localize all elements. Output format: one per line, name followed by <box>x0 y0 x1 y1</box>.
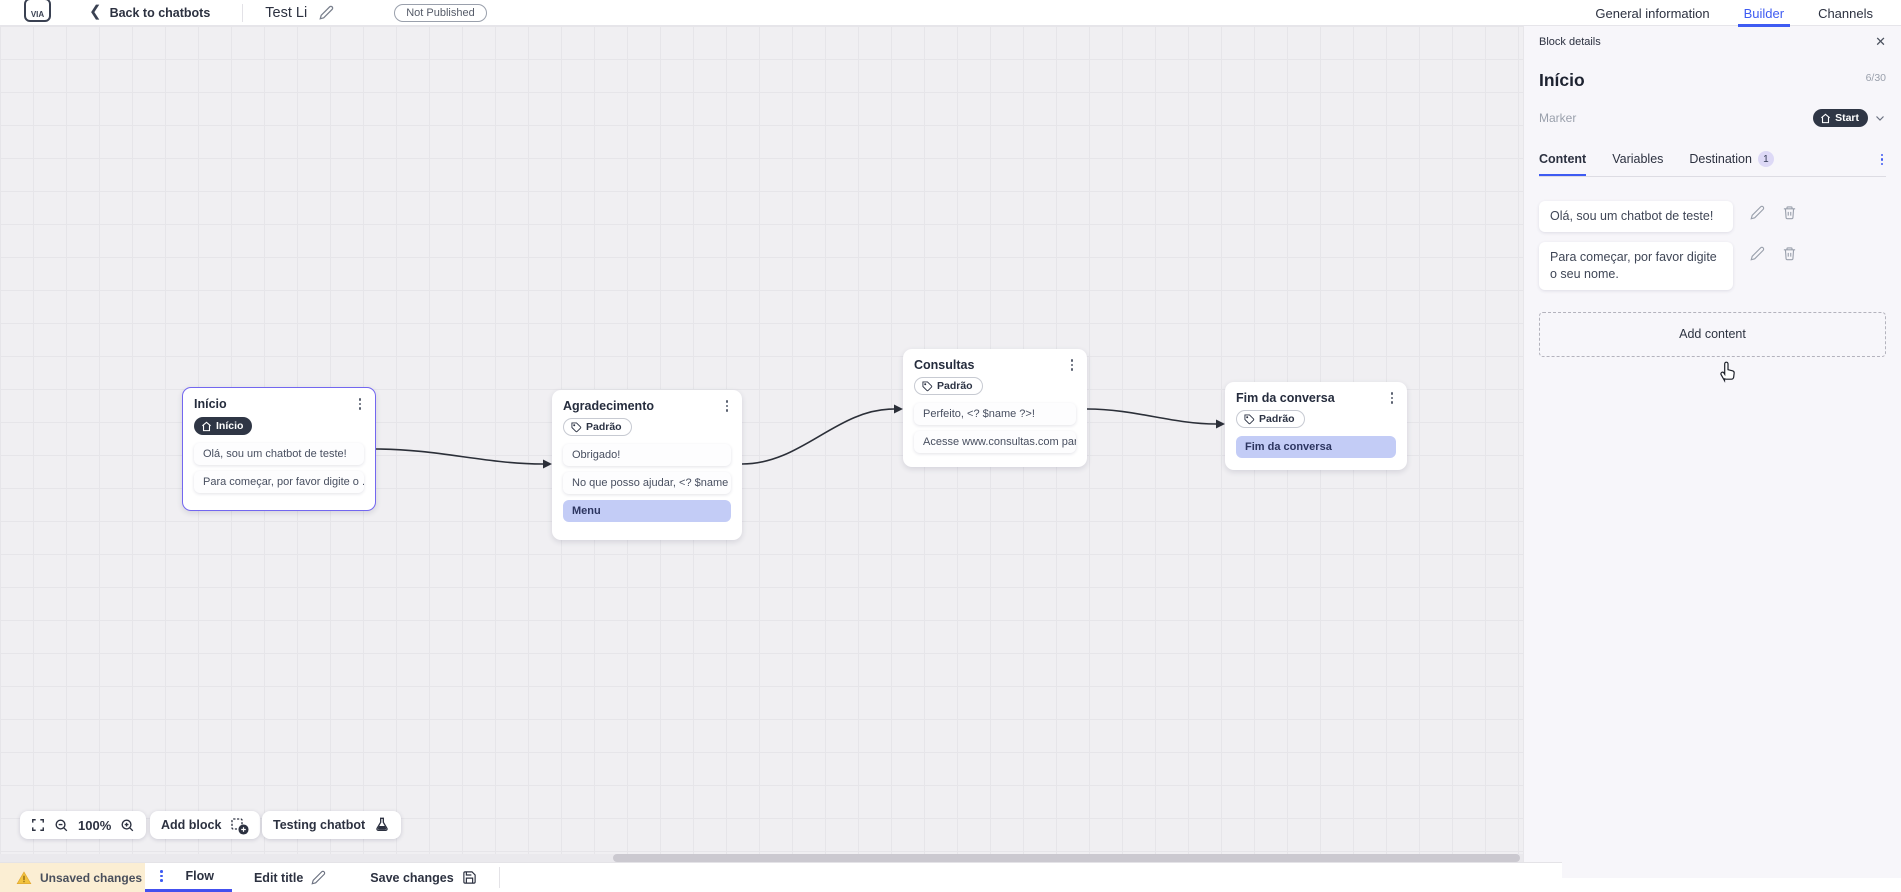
app-logo[interactable]: VIA <box>24 0 51 22</box>
zoom-level: 100% <box>78 817 112 833</box>
panel-tabs: Content Variables Destination 1 <box>1539 151 1886 177</box>
node-title: Agradecimento <box>563 399 654 413</box>
tab-builder[interactable]: Builder <box>1737 0 1791 27</box>
node-title: Início <box>194 397 227 411</box>
delete-content-icon[interactable] <box>1782 205 1797 220</box>
content-row: Olá, sou um chatbot de teste! <box>1539 201 1886 232</box>
marker-select[interactable]: Start <box>1813 109 1886 127</box>
flask-icon <box>374 817 390 833</box>
tab-variables[interactable]: Variables <box>1612 152 1664 166</box>
edit-bot-title-icon[interactable] <box>319 5 334 20</box>
tab-channels[interactable]: Channels <box>1818 5 1873 21</box>
edit-content-icon[interactable] <box>1750 246 1765 261</box>
message-card[interactable]: Olá, sou um chatbot de teste! <box>194 442 364 465</box>
flow-tab-label: Flow <box>185 869 214 883</box>
panel-header: Block details <box>1539 36 1601 48</box>
flow-node-agradecimento[interactable]: Agradecimento Padrão Obrigado! No que po… <box>552 390 742 540</box>
panel-menu-icon[interactable] <box>1878 153 1887 167</box>
tab-destination[interactable]: Destination 1 <box>1689 151 1774 176</box>
bot-title: Test Li <box>265 4 308 21</box>
tab-general-information[interactable]: General information <box>1595 5 1710 21</box>
home-icon <box>1821 113 1831 123</box>
builder-nav-tabs: General information Builder Channels <box>1593 0 1875 27</box>
flow-node-inicio[interactable]: Início Início Olá, sou um chatbot de tes… <box>182 387 376 511</box>
destination-count-badge: 1 <box>1757 151 1774 167</box>
message-card[interactable]: Perfeito, <? $name ?>! <box>914 402 1076 425</box>
action-card-end[interactable]: Fim da conversa <box>1236 435 1396 458</box>
padrao-marker-pill: Padrão <box>1236 410 1305 428</box>
zoom-in-icon[interactable] <box>120 818 135 833</box>
status-badge: Not Published <box>394 3 487 22</box>
padrao-marker-pill: Padrão <box>914 377 983 395</box>
home-icon <box>202 421 211 431</box>
chevron-left-icon: ❮ <box>89 3 102 20</box>
flow-menu-icon[interactable] <box>157 869 166 883</box>
back-label: Back to chatbots <box>109 5 211 20</box>
add-block-label: Add block <box>161 818 222 832</box>
content-row: Para começar, por favor digite o seu nom… <box>1539 241 1886 290</box>
back-to-chatbots-button[interactable]: ❮ Back to chatbots <box>89 3 211 20</box>
node-menu-icon[interactable] <box>356 397 365 411</box>
tag-icon <box>571 421 582 432</box>
start-pill: Start <box>1813 109 1868 127</box>
message-card[interactable]: No que posso ajudar, <? $name ... <box>563 471 731 494</box>
flow-tab[interactable]: Flow <box>145 863 232 892</box>
warning-icon <box>16 870 32 884</box>
message-card[interactable]: Acesse www.consultas.com par... <box>914 430 1076 453</box>
edit-title-button[interactable]: Edit title <box>232 863 348 892</box>
message-card[interactable]: Obrigado! <box>563 443 731 466</box>
unsaved-changes-indicator: Unsaved changes <box>0 863 145 892</box>
zoom-out-icon[interactable] <box>54 818 69 833</box>
flow-node-consultas[interactable]: Consultas Padrão Perfeito, <? $name ?>! … <box>903 349 1087 467</box>
char-counter: 6/30 <box>1865 72 1886 84</box>
delete-content-icon[interactable] <box>1782 246 1797 261</box>
mouse-cursor <box>1716 358 1738 384</box>
marker-label: Marker <box>1539 111 1577 125</box>
save-changes-button[interactable]: Save changes <box>348 863 498 892</box>
add-block-icon <box>230 815 249 835</box>
node-menu-icon[interactable] <box>723 399 732 413</box>
tab-content[interactable]: Content <box>1539 152 1587 176</box>
horizontal-scrollbar[interactable] <box>0 854 1523 862</box>
tag-icon <box>922 380 933 391</box>
top-bar: VIA ❮ Back to chatbots Test Li Not Publi… <box>0 0 1901 27</box>
zoom-controls: 100% <box>20 811 147 839</box>
flow-node-fim-da-conversa[interactable]: Fim da conversa Padrão Fim da conversa <box>1225 382 1407 470</box>
connection-lines <box>375 404 1225 469</box>
padrao-marker-pill: Padrão <box>563 418 632 436</box>
add-content-button[interactable]: Add content <box>1539 311 1886 357</box>
node-menu-icon[interactable] <box>1068 358 1077 372</box>
testing-chatbot-button[interactable]: Testing chatbot <box>262 811 402 839</box>
chevron-down-icon <box>1874 112 1886 124</box>
content-list: Olá, sou um chatbot de teste! Para começ… <box>1539 201 1886 290</box>
node-title: Fim da conversa <box>1236 391 1335 405</box>
topbar-divider <box>242 3 244 22</box>
testing-chatbot-label: Testing chatbot <box>273 818 366 832</box>
tag-icon <box>1244 413 1255 424</box>
close-icon[interactable]: ✕ <box>1875 34 1886 49</box>
block-title-input[interactable]: Início <box>1539 70 1585 90</box>
node-title: Consultas <box>914 358 975 372</box>
horizontal-scrollbar-thumb[interactable] <box>613 854 1520 862</box>
bottom-bar: Unsaved changes Flow Edit title Save cha… <box>0 862 1562 892</box>
start-marker-pill: Início <box>194 417 253 435</box>
content-text-card[interactable]: Olá, sou um chatbot de teste! <box>1539 201 1733 232</box>
message-card[interactable]: Para começar, por favor digite o ... <box>194 470 364 493</box>
add-block-button[interactable]: Add block <box>150 811 261 839</box>
fit-screen-icon[interactable] <box>31 818 45 832</box>
block-details-panel: Block details ✕ Início 6/30 Marker Start <box>1523 26 1901 878</box>
node-menu-icon[interactable] <box>1388 391 1397 405</box>
footer-divider <box>498 867 500 888</box>
action-card-menu[interactable]: Menu <box>563 499 731 522</box>
content-text-card[interactable]: Para começar, por favor digite o seu nom… <box>1539 241 1733 290</box>
unsaved-changes-label: Unsaved changes <box>40 870 143 885</box>
save-icon <box>462 871 476 884</box>
pencil-icon <box>311 870 326 885</box>
edit-content-icon[interactable] <box>1750 205 1765 220</box>
